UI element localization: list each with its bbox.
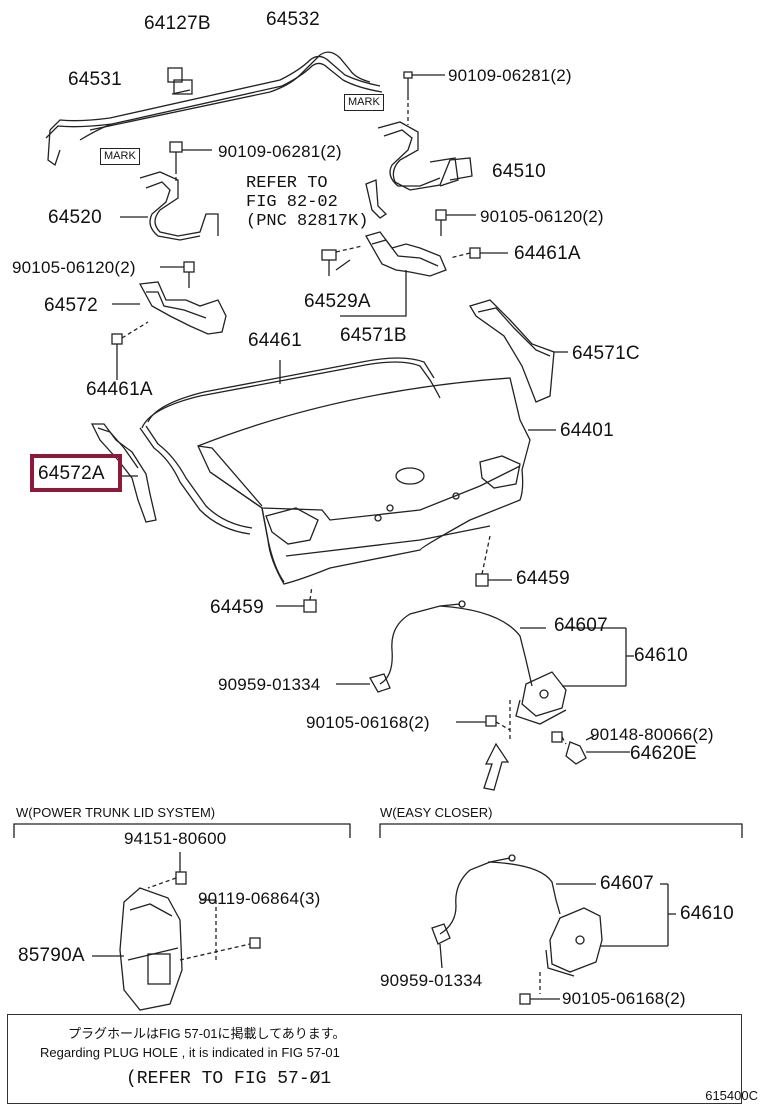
- front-arrow: [483, 742, 510, 791]
- bracket-64572: [112, 281, 227, 335]
- weatherstrip-64461: [139, 357, 441, 535]
- label-64459-right[interactable]: 64459: [516, 568, 570, 589]
- bolt-90109-right: [403, 71, 445, 125]
- note-box: プラグホールはFIG 57-01に掲載してあります。 Regarding PLU…: [7, 1014, 742, 1104]
- bolt-90109-left: [169, 141, 212, 182]
- mark-box-left: MARK: [100, 148, 140, 165]
- label-94151[interactable]: 94151-80600: [124, 829, 227, 848]
- label-90105-06168-easy[interactable]: 90105-06168(2): [562, 989, 686, 1008]
- label-64610[interactable]: 64610: [634, 645, 688, 666]
- stopper-64459-right: [475, 535, 512, 587]
- refer-line-2: FIG 82-02: [246, 193, 338, 212]
- bolt-90105-right: [435, 209, 476, 236]
- hinge-64510: [377, 121, 473, 191]
- label-64607[interactable]: 64607: [554, 615, 608, 636]
- refer-note: REFER TO FIG 82-02 (PNC 82817K): [246, 174, 368, 231]
- bolt-90105-06168: [456, 715, 511, 731]
- gutter-64571C: [469, 299, 568, 403]
- note-english: Regarding PLUG HOLE , it is indicated in…: [40, 1045, 340, 1060]
- section-title-power-trunk: W(POWER TRUNK LID SYSTEM): [16, 805, 216, 820]
- highlight-box: [30, 454, 122, 492]
- label-90959[interactable]: 90959-01334: [218, 675, 321, 694]
- latch-assembly: [509, 671, 567, 740]
- easy-closer-assembly: [431, 854, 676, 1005]
- grommet-90959: [336, 673, 391, 693]
- label-90959-easy[interactable]: 90959-01334: [380, 971, 483, 990]
- label-64532[interactable]: 64532: [266, 9, 320, 30]
- label-64571B[interactable]: 64571B: [340, 325, 407, 346]
- label-90105-left[interactable]: 90105-06120(2): [12, 258, 136, 277]
- label-64401[interactable]: 64401: [560, 420, 614, 441]
- label-64510[interactable]: 64510: [492, 161, 546, 182]
- hinge-64520: [120, 171, 219, 241]
- label-64529A[interactable]: 64529A: [304, 291, 371, 312]
- label-64620E[interactable]: 64620E: [630, 743, 697, 764]
- mark-box-right: MARK: [344, 94, 384, 111]
- label-64459-left[interactable]: 64459: [210, 597, 264, 618]
- label-64520[interactable]: 64520: [48, 207, 102, 228]
- note-refer: (REFER TO FIG 57-Ø1: [126, 1069, 332, 1089]
- label-64607-easy[interactable]: 64607: [600, 873, 654, 894]
- label-64461A-right[interactable]: 64461A: [514, 243, 581, 264]
- cable-64607: [379, 600, 546, 687]
- label-90119[interactable]: 90119-06864(3): [198, 889, 321, 908]
- label-64572A[interactable]: 64572A: [38, 463, 105, 484]
- label-90109-right[interactable]: 90109-06281(2): [448, 66, 572, 85]
- label-64461A-left[interactable]: 64461A: [86, 379, 153, 400]
- bolt-64461A-right: [449, 247, 508, 259]
- bolt-64529A: [321, 245, 363, 276]
- bolt-90105-left: [160, 261, 195, 288]
- bolt-64461A-left: [111, 321, 149, 380]
- label-85790A[interactable]: 85790A: [18, 945, 85, 966]
- trunk-lid-64401: [197, 377, 556, 585]
- label-64571C[interactable]: 64571C: [572, 343, 640, 364]
- label-64461[interactable]: 64461: [248, 330, 302, 351]
- label-90105-06168[interactable]: 90105-06168(2): [306, 713, 430, 732]
- refer-line-1: REFER TO: [246, 174, 328, 193]
- note-japanese: プラグホールはFIG 57-01に掲載してあります。: [68, 1026, 346, 1041]
- clip-64127B: [167, 67, 193, 95]
- section-frames: [13, 823, 743, 838]
- bracket-64610: [562, 627, 634, 687]
- label-64531[interactable]: 64531: [68, 69, 122, 90]
- power-trunk-assembly: [92, 852, 261, 1011]
- label-64127B[interactable]: 64127B: [144, 13, 211, 34]
- label-64572[interactable]: 64572: [44, 295, 98, 316]
- figure-code: 615400C: [705, 1088, 758, 1103]
- torsion-bar-64532: [89, 51, 371, 131]
- refer-line-3: (PNC 82817K): [246, 212, 369, 231]
- label-90109-left[interactable]: 90109-06281(2): [218, 142, 342, 161]
- label-90105-right[interactable]: 90105-06120(2): [480, 207, 604, 226]
- wire-clip-82817K: [365, 179, 388, 219]
- stopper-64459-left: [276, 585, 317, 613]
- label-90148[interactable]: 90148-80066(2): [590, 725, 714, 744]
- torsion-bar-64531: [45, 55, 383, 167]
- bracket-64571B: [335, 231, 447, 317]
- switch-64620E: [551, 731, 630, 765]
- section-title-easy-closer: W(EASY CLOSER): [380, 805, 493, 820]
- label-64610-easy[interactable]: 64610: [680, 903, 734, 924]
